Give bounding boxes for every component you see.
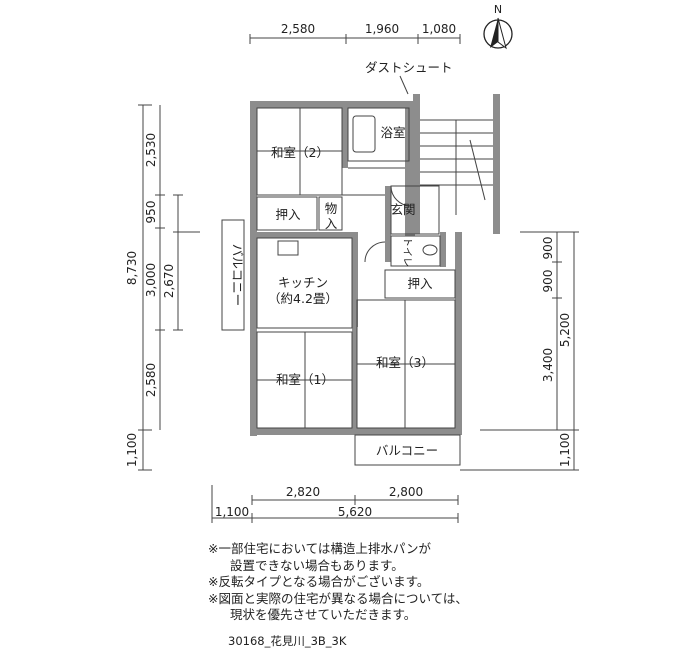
right-dimension-lines bbox=[460, 231, 579, 471]
dim-top-3: 1,080 bbox=[422, 22, 456, 36]
top-dimension-line bbox=[249, 34, 461, 44]
balcony-left-label: バルコニー bbox=[230, 244, 245, 306]
dim-top-2: 1,960 bbox=[365, 22, 399, 36]
room-oshiire-right: 押入 bbox=[407, 276, 433, 291]
dust-chute-label: ダストシュート bbox=[365, 60, 453, 75]
dim-bottom-2: 2,800 bbox=[389, 485, 423, 499]
bottom-dimension-lines bbox=[211, 485, 459, 523]
notes: ※一部住宅においては構造上排水パンが 設置できない場合もあります。 ※反転タイプ… bbox=[208, 541, 678, 624]
note-line: ※一部住宅においては構造上排水パンが bbox=[208, 541, 431, 556]
dim-left-inner-2: 950 bbox=[144, 201, 158, 224]
room-kitchen-size: （約4.2畳） bbox=[268, 291, 338, 306]
north-label: N bbox=[494, 3, 502, 16]
dim-right-outer-2: 1,100 bbox=[558, 433, 572, 467]
balcony-bottom-label: バルコニー bbox=[376, 443, 438, 458]
dim-left-mid-1: 2,670 bbox=[162, 264, 176, 298]
room-oshiire-top: 押入 bbox=[275, 207, 301, 222]
note-line: ※反転タイプとなる場合がございます。 bbox=[208, 574, 430, 589]
north-arrow-icon bbox=[483, 17, 513, 50]
left-dimension-lines bbox=[138, 104, 200, 471]
room-washitsu-1: 和室（1） bbox=[276, 372, 334, 387]
dim-right-outer-1: 5,200 bbox=[558, 313, 572, 347]
note-line: 設置できない場合もあります。 bbox=[230, 557, 404, 573]
room-bath: 浴室 bbox=[380, 125, 405, 140]
dim-left-outer-1: 8,730 bbox=[125, 251, 139, 285]
dim-bottom-1: 2,820 bbox=[286, 485, 320, 499]
dim-left-outer-2: 1,100 bbox=[125, 433, 139, 467]
walls bbox=[250, 94, 500, 436]
dim-left-inner-1: 2,530 bbox=[144, 133, 158, 167]
dim-right-inner-2: 900 bbox=[541, 270, 555, 293]
dim-bottom-3: 1,100 bbox=[215, 505, 249, 519]
plan-code: 30168_花見川_3B_3K bbox=[228, 634, 347, 648]
room-toilet: トイレ bbox=[401, 237, 412, 267]
dim-left-inner-4: 2,580 bbox=[144, 363, 158, 397]
room-monoire-1: 物 bbox=[325, 201, 338, 216]
dim-top-1: 2,580 bbox=[281, 22, 315, 36]
note-line: 現状を優先させていただきます。 bbox=[230, 607, 417, 622]
room-genkan: 玄関 bbox=[390, 202, 415, 217]
room-washitsu-3: 和室（3） bbox=[376, 355, 434, 370]
interior-lines bbox=[221, 107, 493, 466]
dim-right-inner-1: 900 bbox=[541, 237, 555, 260]
dim-right-inner-3: 3,400 bbox=[541, 348, 555, 382]
dim-bottom-4: 5,620 bbox=[338, 505, 372, 519]
note-line: ※図面と実際の住宅が異なる場合については、 bbox=[208, 590, 468, 606]
room-monoire-2: 入 bbox=[325, 216, 338, 231]
room-washitsu-2: 和室（2） bbox=[271, 145, 329, 160]
room-kitchen-name: キッチン bbox=[278, 275, 328, 290]
dim-left-inner-3: 3,000 bbox=[144, 263, 158, 297]
dust-chute-leader bbox=[399, 75, 409, 95]
